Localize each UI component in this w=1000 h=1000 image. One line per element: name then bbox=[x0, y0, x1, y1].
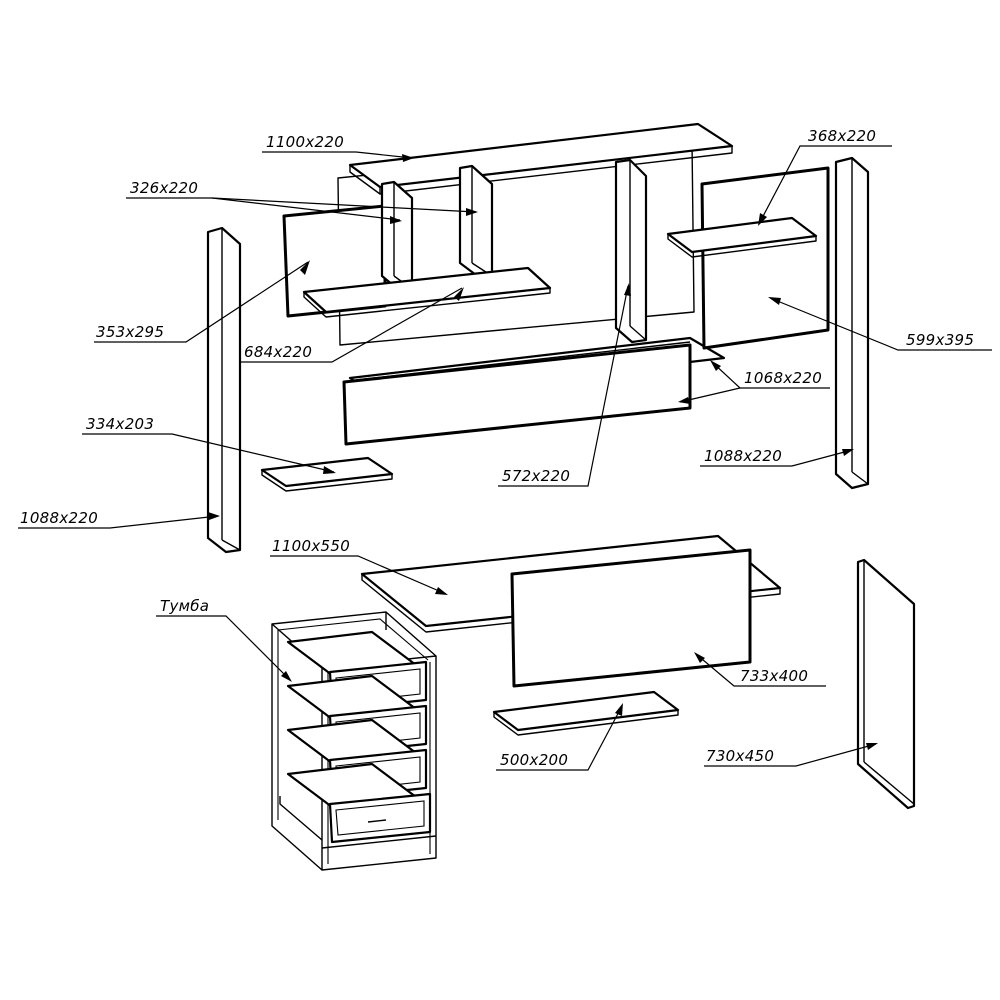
label-dividers: 326x220 bbox=[130, 179, 198, 197]
label-bottom-shelf: 1068x220 bbox=[744, 369, 822, 387]
keyboard-shelf bbox=[492, 690, 680, 736]
label-keyboard-shelf: 500x200 bbox=[500, 751, 568, 769]
long-shelf bbox=[302, 266, 552, 318]
small-shelf-right bbox=[666, 216, 818, 258]
small-shelf-left bbox=[260, 456, 394, 492]
leader-lines bbox=[18, 145, 992, 771]
label-top-shelf: 1100x220 bbox=[266, 133, 344, 151]
desk-back-panel bbox=[510, 548, 752, 688]
label-right-panel: 599x395 bbox=[906, 331, 974, 349]
label-right-side: 1088x220 bbox=[704, 447, 782, 465]
divider-left bbox=[380, 180, 414, 293]
label-small-shelf-left: 334x203 bbox=[86, 415, 154, 433]
desk-side-panel bbox=[856, 558, 916, 810]
center-divider bbox=[614, 158, 648, 344]
label-desk-top: 1100x550 bbox=[272, 537, 350, 555]
label-back-panel: 733x400 bbox=[740, 667, 808, 685]
label-desk-side: 730x450 bbox=[706, 747, 774, 765]
bottom-hutch-shelf bbox=[342, 336, 726, 446]
right-side-panel bbox=[834, 156, 870, 490]
label-left-side: 1088x220 bbox=[20, 509, 98, 527]
top-shelf bbox=[348, 122, 734, 195]
label-long-shelf: 684x220 bbox=[244, 343, 312, 361]
label-small-shelf-right: 368x220 bbox=[808, 127, 876, 145]
label-left-panel: 353x295 bbox=[96, 323, 164, 341]
drawer-cabinet bbox=[271, 611, 437, 871]
label-cabinet: Тумба bbox=[160, 597, 209, 615]
divider-middle bbox=[458, 164, 494, 280]
right-hutch-panel bbox=[700, 166, 830, 350]
label-center-divider: 572x220 bbox=[502, 467, 570, 485]
left-side-panel bbox=[206, 226, 242, 554]
